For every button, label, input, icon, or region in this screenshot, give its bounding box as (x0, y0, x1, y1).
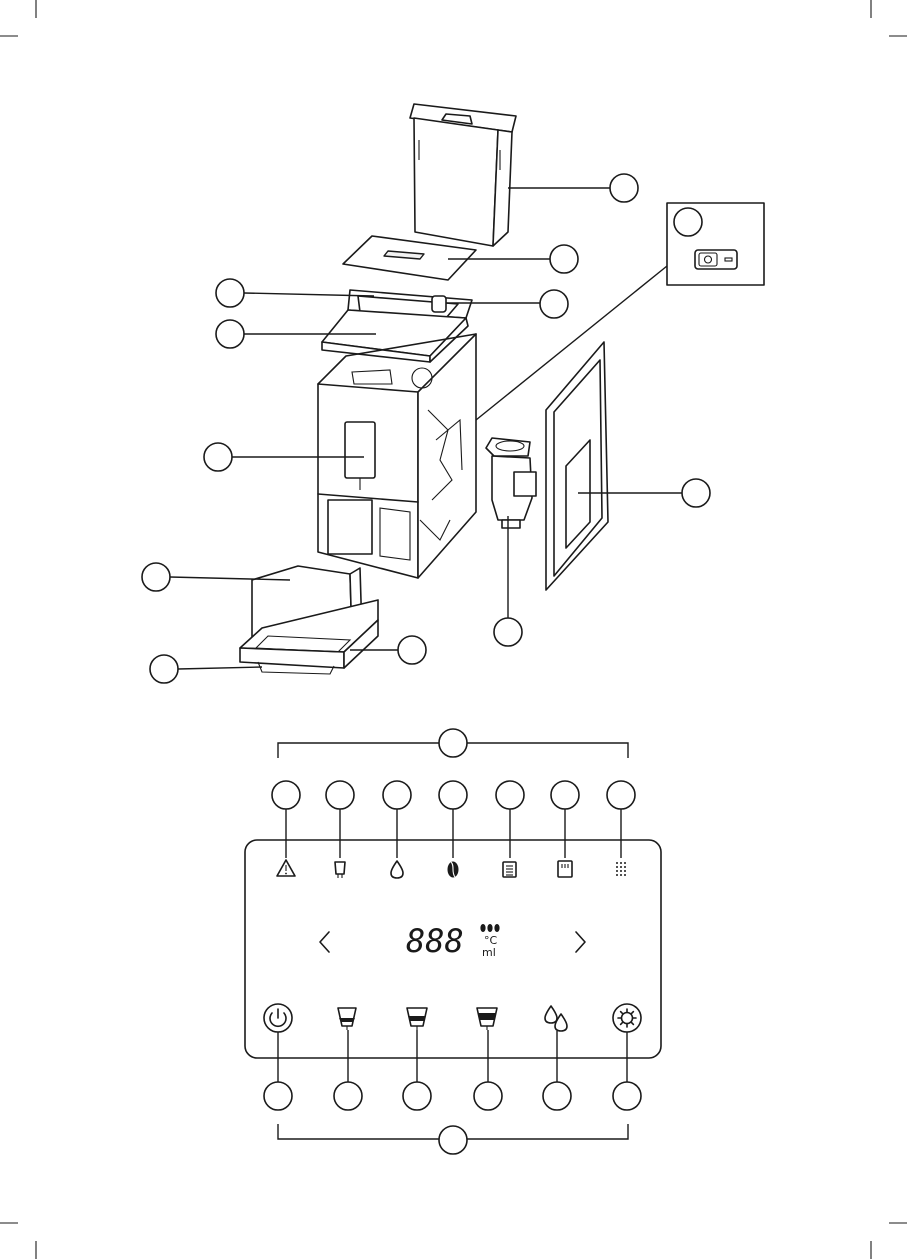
small-cup-icon (338, 1008, 356, 1030)
button-callouts (264, 1030, 641, 1110)
small-cup-button[interactable] (338, 1008, 356, 1030)
filter-icon (558, 861, 572, 877)
callout-indicator-group (439, 729, 467, 757)
callout-water-tank (610, 174, 638, 202)
callout-coffee-outlet (204, 443, 232, 471)
settings-gear-icon (618, 1009, 636, 1027)
large-cup-button[interactable] (477, 1008, 497, 1030)
callout-power-switch (674, 208, 702, 236)
button-group-bracket (278, 1124, 628, 1154)
callout-grinder-knob (540, 290, 568, 318)
strength-beans-icon (480, 924, 499, 932)
indicator-callouts (272, 781, 635, 858)
descale-icon (503, 862, 516, 877)
callout-brew-unit (494, 618, 522, 646)
coffee-bean-icon (448, 862, 459, 878)
callout-side-panel (682, 479, 710, 507)
segment-display: 888 °C ml (406, 922, 500, 960)
tank-cover-plate (343, 236, 476, 280)
indicator-group-bracket (278, 729, 628, 758)
callout-drip-tray-grid (398, 636, 426, 664)
callout-button-group (439, 1126, 467, 1154)
power-button[interactable] (264, 1004, 292, 1032)
settings-button[interactable] (613, 1004, 641, 1032)
callout-bean-lid (216, 279, 244, 307)
top-cover (322, 310, 468, 362)
side-panel (546, 342, 608, 590)
large-cup-icon (477, 1008, 497, 1030)
chevron-right-icon[interactable] (576, 932, 585, 952)
callout-drip-tray (150, 655, 178, 683)
callout-tank-plate (550, 245, 578, 273)
warning-icon (277, 860, 295, 876)
callout-grounds-container (142, 563, 170, 591)
power-icon (270, 1009, 286, 1026)
water-drop-icon (391, 861, 403, 878)
water-tank (410, 104, 516, 246)
callout-top-cover (216, 320, 244, 348)
grounds-container-icon (335, 862, 345, 878)
chevron-left-icon[interactable] (320, 932, 329, 952)
hot-water-button[interactable] (545, 1006, 567, 1031)
medium-cup-icon (407, 1008, 427, 1030)
machine-body (318, 334, 476, 578)
cleaning-icon (616, 862, 626, 876)
brew-unit (486, 438, 536, 528)
display-digits: 888 (406, 922, 464, 960)
medium-cup-button[interactable] (407, 1008, 427, 1030)
hot-water-icon (545, 1006, 567, 1031)
volume-unit: ml (482, 946, 496, 959)
